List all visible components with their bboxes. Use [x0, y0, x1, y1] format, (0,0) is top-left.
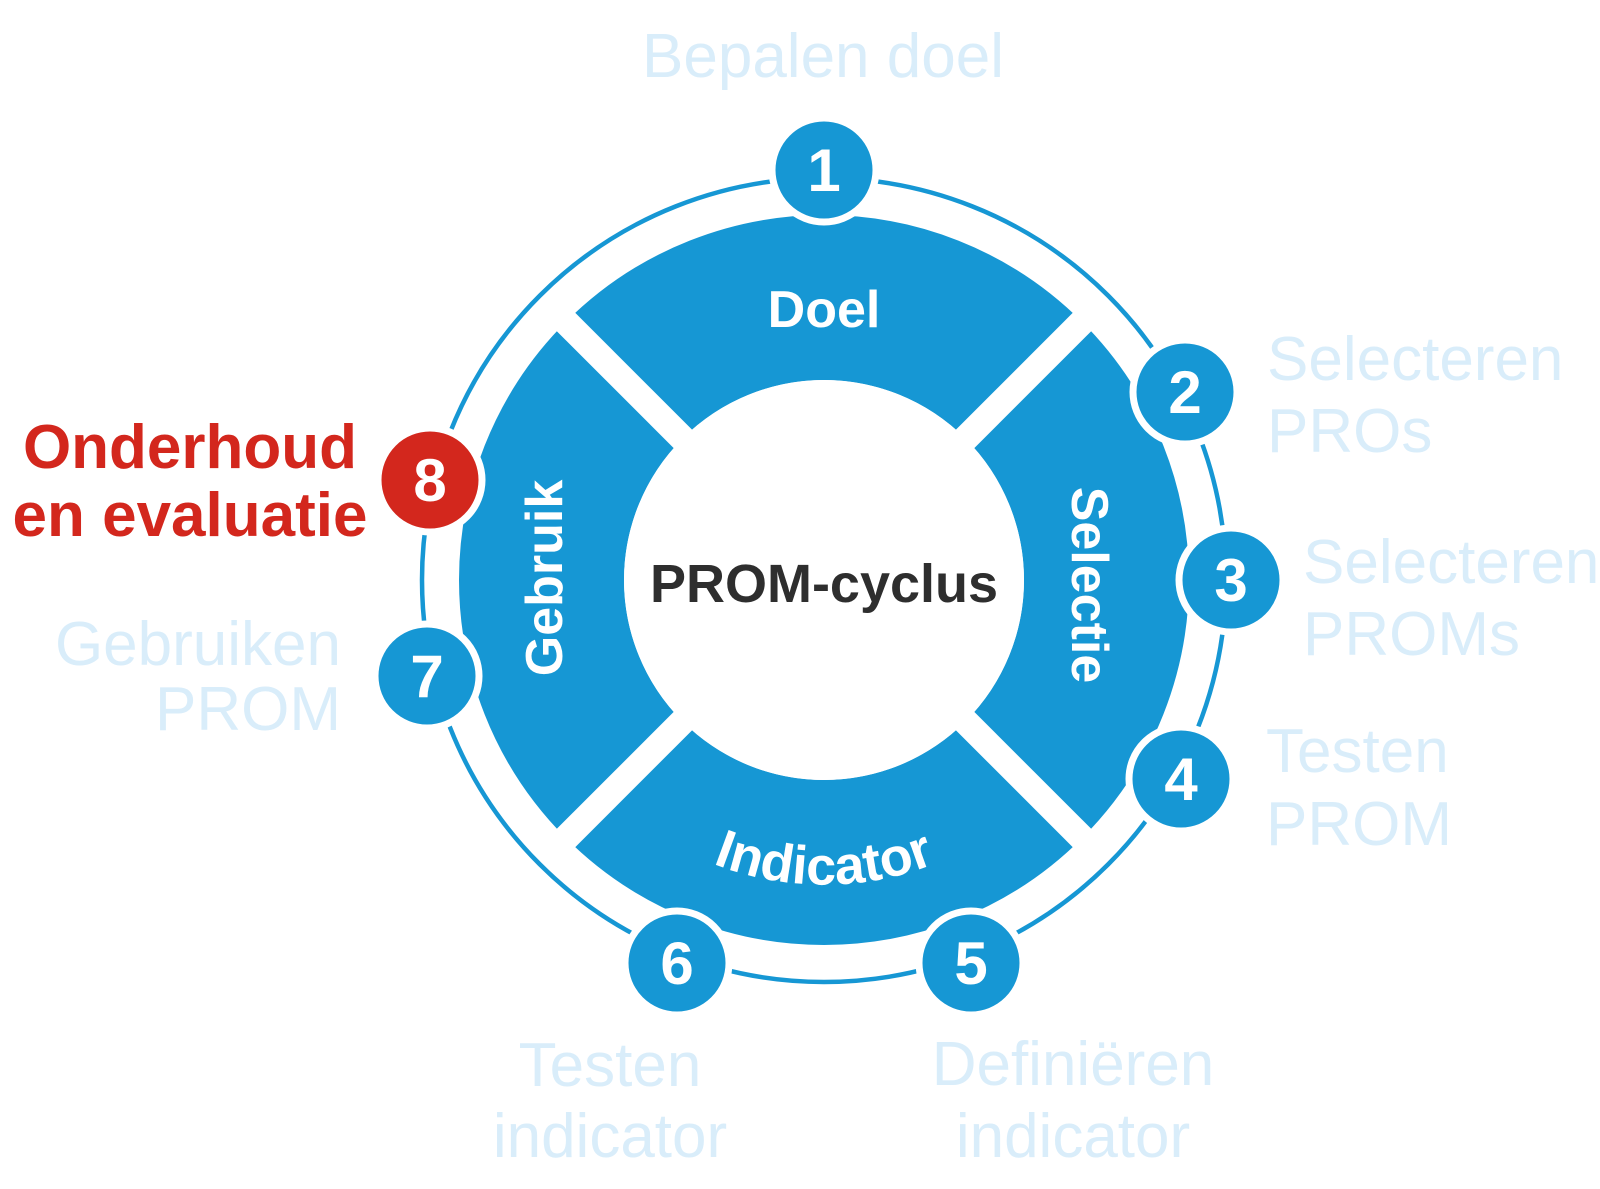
step-label-2-line-2: PROs [1267, 397, 1432, 466]
quadrant-label-selectie: Selectie [1060, 487, 1118, 684]
step-label-6-line-1: Testen [519, 1031, 702, 1100]
step-number-6: 6 [660, 930, 693, 997]
step-number-1: 1 [807, 137, 840, 204]
step-number-2: 2 [1168, 359, 1201, 426]
step-number-7: 7 [410, 643, 443, 710]
step-label-4-line-1: Testen [1266, 717, 1449, 786]
step-circle-8 [374, 424, 486, 536]
step-circle-4 [1125, 723, 1237, 835]
cycle-ring [459, 215, 1189, 945]
step-label-8-line-1: Onderhoud [23, 413, 357, 482]
step-circle-5 [915, 907, 1027, 1019]
quadrant-label-gebruik: Gebruik [516, 480, 574, 677]
step-label-7-line-2: PROM [155, 675, 341, 744]
step-circle-1 [768, 114, 880, 226]
step-circle-3 [1175, 524, 1287, 636]
step-label-5-line-2: indicator [956, 1102, 1190, 1171]
step-label-4-line-2: PROM [1266, 790, 1452, 859]
step-label-3-line-1: Selecteren [1303, 528, 1599, 597]
step-number-8: 8 [413, 447, 446, 514]
step-label-2-line-1: Selecteren [1267, 325, 1563, 394]
cycle-inner-circle [624, 380, 1024, 780]
step-circle-7 [371, 620, 483, 732]
step-label-7-line-1: Gebruiken [55, 610, 341, 679]
quadrant-label-doel: Doel [768, 281, 881, 339]
step-label-3-line-2: PROMs [1303, 600, 1520, 669]
step-label-1: Bepalen doel [642, 22, 1004, 91]
step-label-8-line-2: en evaluatie [13, 481, 368, 550]
step-label-5-line-1: Definiëren [932, 1030, 1215, 1099]
step-number-5: 5 [954, 930, 987, 997]
step-number-3: 3 [1214, 547, 1247, 614]
center-title: PROM-cyclus [650, 554, 998, 614]
step-circle-2 [1129, 336, 1241, 448]
step-number-4: 4 [1164, 746, 1198, 813]
step-circle-6 [621, 907, 733, 1019]
step-label-6-line-2: indicator [493, 1102, 727, 1171]
